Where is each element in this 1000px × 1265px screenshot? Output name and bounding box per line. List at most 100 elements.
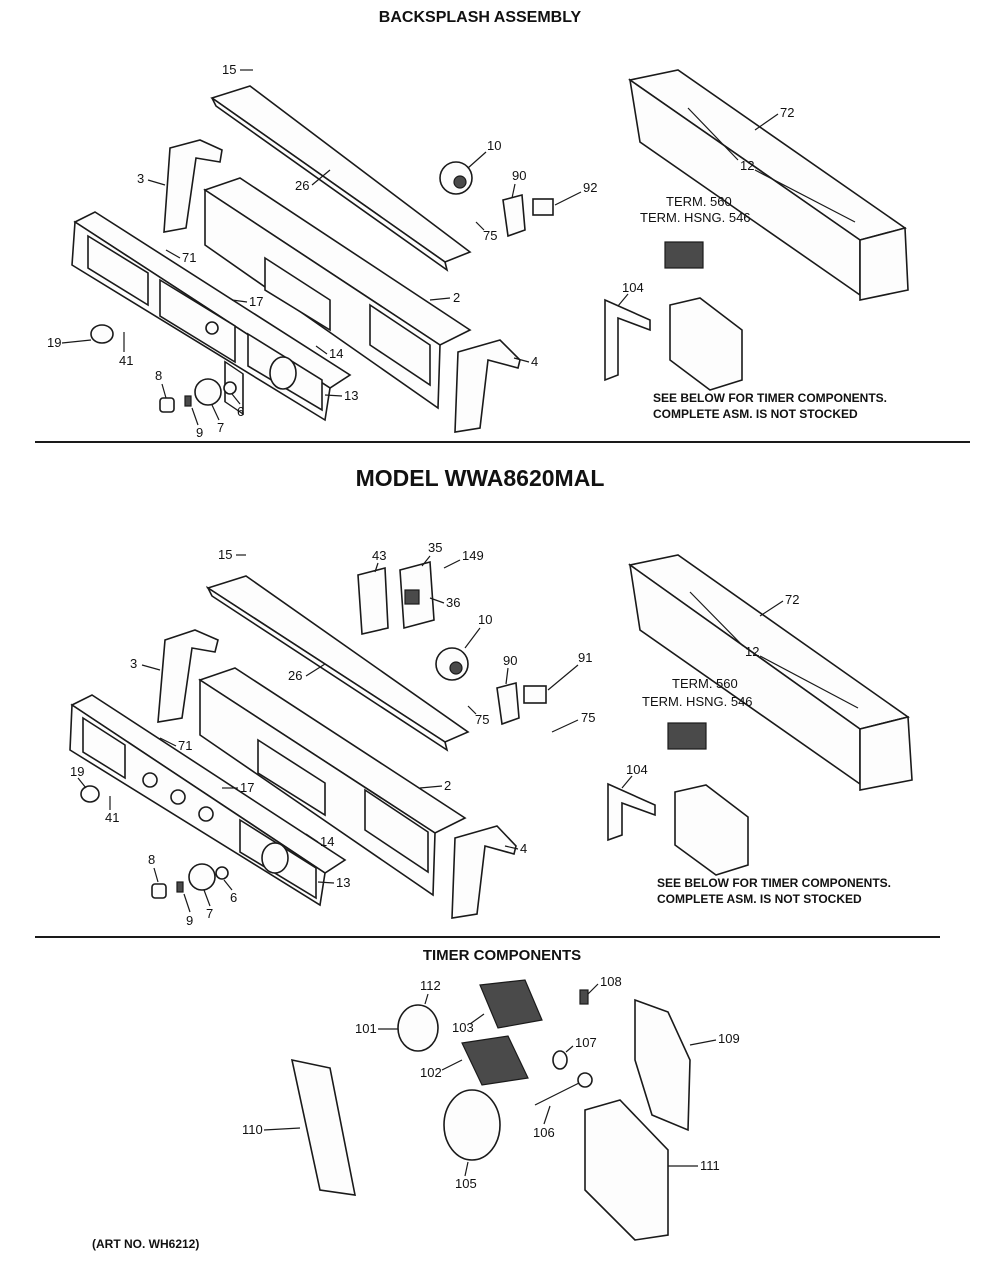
timer-note-line1-model: SEE BELOW FOR TIMER COMPONENTS. xyxy=(657,876,891,890)
leader-line xyxy=(263,1127,301,1131)
model-section xyxy=(69,554,913,919)
callout-label: 9 xyxy=(196,425,203,440)
art-number: (ART NO. WH6212) xyxy=(92,1237,199,1251)
heading-timer-components: TIMER COMPONENTS xyxy=(423,947,581,964)
callout-label: 17 xyxy=(249,294,263,309)
knob-clip xyxy=(184,395,192,407)
term-label-top: TERM. 560 xyxy=(666,194,732,209)
leader-line xyxy=(551,719,579,733)
callout-label: 2 xyxy=(444,778,451,793)
timer-bracket xyxy=(607,782,656,842)
timer-assembly xyxy=(669,297,743,391)
callout-label: 15 xyxy=(218,547,232,562)
panel-knob-hole-3 xyxy=(198,806,214,822)
callout-label: 105 xyxy=(455,1176,477,1191)
knob-insert xyxy=(159,397,175,413)
callout-label: 9 xyxy=(186,913,193,928)
leader-line xyxy=(324,394,343,397)
callout-label: 6 xyxy=(237,404,244,419)
callout-label: 14 xyxy=(320,834,334,849)
callout-label: 72 xyxy=(785,592,799,607)
leader-line xyxy=(759,600,784,617)
leader-line xyxy=(159,737,177,747)
callout-label: 104 xyxy=(622,280,644,295)
callout-label: 110 xyxy=(242,1122,263,1137)
callout-label: 26 xyxy=(288,668,302,683)
leader-line xyxy=(231,299,248,303)
spring-clip xyxy=(552,1050,568,1070)
end-cap-right xyxy=(451,825,517,919)
leader-line xyxy=(441,1059,463,1071)
leader-line xyxy=(231,393,241,405)
switch-actuator xyxy=(404,589,420,605)
callout-label: 71 xyxy=(182,250,196,265)
leader-line xyxy=(61,339,92,344)
leader-line xyxy=(754,113,779,131)
callout-label: 3 xyxy=(130,656,137,671)
panel-dial-opening xyxy=(269,356,297,390)
leader-line xyxy=(759,655,859,709)
leader-line xyxy=(554,191,582,206)
term-housing-label-top: TERM. HSNG. 546 xyxy=(640,210,751,225)
timer-bracket xyxy=(604,298,651,382)
timer-latch xyxy=(579,989,589,1005)
callout-label: 2 xyxy=(453,290,460,305)
callout-label: 10 xyxy=(478,612,492,627)
callout-label: 108 xyxy=(600,974,622,989)
leader-line xyxy=(505,667,509,685)
callout-label: 75 xyxy=(581,710,595,725)
timer-dial xyxy=(194,378,222,406)
callout-label: 92 xyxy=(583,180,597,195)
leader-line xyxy=(315,345,328,355)
leader-line xyxy=(153,867,159,883)
shaft-knob xyxy=(577,1072,593,1088)
rocker-switch xyxy=(532,198,554,216)
callout-label: 106 xyxy=(533,1125,555,1140)
callout-label: 75 xyxy=(475,712,489,727)
leader-line xyxy=(77,777,87,789)
timer-note-line2-model: COMPLETE ASM. IS NOT STOCKED xyxy=(657,892,862,906)
end-cap-left xyxy=(157,629,219,723)
timer-motor xyxy=(397,1004,439,1052)
callout-label: 43 xyxy=(372,548,386,563)
leader-line xyxy=(464,1161,469,1177)
dial-skirt xyxy=(215,866,229,880)
timer-assembly xyxy=(674,784,749,876)
leader-line xyxy=(689,1039,717,1046)
knob-insert xyxy=(151,883,167,899)
callout-label: 12 xyxy=(740,158,754,173)
end-cap-right xyxy=(454,339,521,433)
callout-label: 19 xyxy=(70,764,84,779)
callout-label: 13 xyxy=(344,388,358,403)
timer-callouts: 112 101 103 108 107 109 102 110 106 105 … xyxy=(242,974,740,1191)
callout-label: 8 xyxy=(148,852,155,867)
callout-label: 12 xyxy=(745,644,759,659)
callout-label: 3 xyxy=(137,171,144,186)
leader-line xyxy=(424,993,429,1005)
term-label-model: TERM. 560 xyxy=(672,676,738,691)
heading-backsplash-assembly: BACKSPLASH ASSEMBLY xyxy=(379,9,582,26)
term-housing-label-model: TERM. HSNG. 546 xyxy=(642,694,753,709)
leader-line xyxy=(467,705,477,715)
timer-front-plate xyxy=(290,1058,357,1196)
callout-label: 41 xyxy=(119,353,133,368)
leader-line xyxy=(689,591,744,647)
contact-block-lower xyxy=(461,1035,529,1086)
leader-line xyxy=(621,775,633,789)
callout-label: 14 xyxy=(329,346,343,361)
panel-knob-hole xyxy=(205,321,219,335)
leader-line xyxy=(203,889,211,907)
leader-line xyxy=(429,597,445,604)
housing-opening-1 xyxy=(257,738,326,817)
leader-line xyxy=(419,785,443,789)
terminal-block xyxy=(664,241,704,269)
callout-label: 107 xyxy=(575,1035,597,1050)
leader-line xyxy=(475,221,485,231)
switch-bracket xyxy=(502,193,526,238)
callout-label: 109 xyxy=(718,1031,740,1046)
leader-line xyxy=(183,893,191,913)
callout-label: 90 xyxy=(512,168,526,183)
panel-knob-hole-1 xyxy=(142,772,158,788)
callout-label: 41 xyxy=(105,810,119,825)
